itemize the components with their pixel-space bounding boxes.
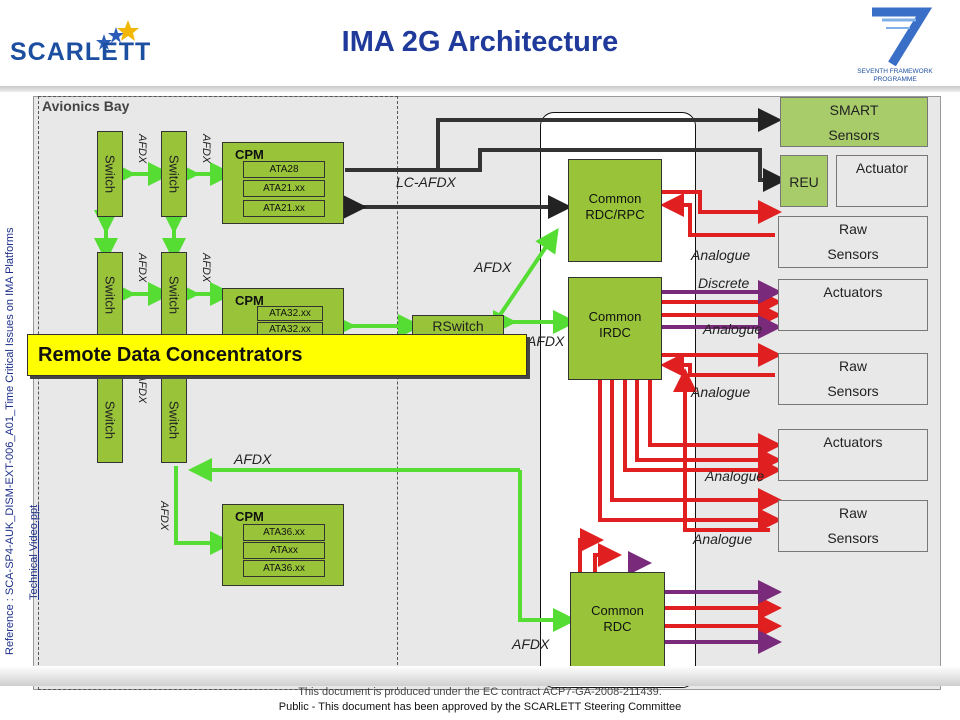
common-rdc: Common RDC (570, 572, 665, 675)
afdx-switch: Switch (97, 252, 123, 338)
ata-partition: ATA28 (243, 161, 325, 178)
actuator-box: Actuator (836, 155, 928, 207)
ata-partition: ATA36.xx (243, 560, 325, 577)
stars-icon (96, 20, 139, 50)
ata-partition: ATA36.xx (243, 524, 325, 541)
analogue-label: Analogue (703, 321, 763, 337)
ata-partition: ATA21.xx (243, 180, 325, 197)
ata-partition: ATA21.xx (243, 200, 325, 217)
avionics-bay-label: Avionics Bay (42, 98, 130, 114)
smart-sensors-line2: Sensors (828, 127, 880, 143)
common-irdc-line2: IRDC (599, 325, 631, 340)
discrete-label: Discrete (698, 275, 750, 291)
cpm-title: CPM (235, 147, 264, 162)
reu-box: REU (780, 155, 828, 207)
analogue-label: Analogue (691, 247, 751, 263)
afdx-switch: Switch (161, 377, 187, 463)
afdx-switch: Switch (161, 252, 187, 338)
afdx-label: AFDX (200, 253, 212, 283)
fp7-caption: SEVENTH FRAMEWORK PROGRAMME (857, 68, 933, 83)
cpm-module: CPM ATA32.xx ATA32.xx (222, 288, 344, 338)
actuator-label: Actuator (855, 160, 909, 176)
afdx-switch: Switch (97, 377, 123, 463)
afdx-label: AFDX (474, 259, 512, 275)
ata-partition: ATAxx (243, 542, 325, 559)
rswitch-label: RSwitch (432, 318, 484, 334)
header-bar (0, 86, 960, 92)
fp7-logo (862, 4, 933, 67)
afdx-label: AFDX (136, 374, 148, 404)
raw-sensors-line2: Sensors (827, 530, 879, 546)
afdx-label: AFDX (158, 501, 170, 531)
scarlett-logo (8, 14, 148, 68)
fp7-seven-icon (872, 7, 933, 67)
remote-data-concentrators-banner: Remote Data Concentrators (27, 334, 527, 376)
analogue-label: Analogue (691, 384, 751, 400)
raw-sensors-line2: Sensors (827, 246, 879, 262)
analogue-label: Analogue (693, 531, 753, 547)
avionics-bay-boundary (38, 96, 398, 690)
cpm-module: CPM ATA36.xx ATAxx ATA36.xx (222, 504, 344, 586)
afdx-label: AFDX (136, 134, 148, 164)
actuators-box: Actuators (778, 279, 928, 331)
page-title: IMA 2G Architecture (341, 26, 619, 58)
common-rdc-line2: RDC (603, 619, 632, 634)
raw-sensors-line1: Raw (838, 221, 867, 237)
lc-afdx-links (343, 108, 787, 219)
common-rdc-rpc-line2: RDC/RPC (585, 207, 645, 222)
discrete-links (628, 280, 782, 654)
logo-text: SCARLETT (10, 38, 152, 66)
common-rdc-line1: Common (591, 603, 644, 618)
raw-sensors-line1: Raw (838, 358, 867, 374)
raw-sensors-box: Raw Sensors (778, 353, 928, 405)
actuators-box: Actuators (778, 429, 928, 481)
ata-partition: ATA32.xx (257, 306, 323, 321)
cpm-title: CPM (235, 293, 264, 308)
afdx-label: AFDX (527, 333, 565, 349)
afdx-links (94, 162, 577, 632)
reference-link[interactable]: Technical Video.ppt (28, 504, 40, 600)
afdx-label: AFDX (200, 134, 212, 164)
common-irdc-line1: Common (588, 309, 642, 324)
smart-sensors-line1: SMART (829, 102, 879, 118)
raw-sensors-line1: Raw (838, 505, 867, 521)
common-rdc-rpc-line1: Common (588, 191, 642, 206)
reference-text: Reference : SCA-SP4-AUK_DISM-EXT-006_A01… (4, 227, 16, 655)
afdx-switch: Switch (97, 131, 123, 217)
common-irdc: Common IRDC (568, 277, 662, 380)
afdx-label: AFDX (512, 636, 550, 652)
cpm-module: CPM ATA28 ATA21.xx ATA21.xx (222, 142, 344, 224)
lc-afdx-label: LC-AFDX (396, 174, 456, 190)
smart-sensors-box: SMART Sensors (780, 97, 928, 147)
afdx-label: AFDX (136, 253, 148, 283)
rswitch: RSwitch (412, 315, 504, 337)
raw-sensors-line2: Sensors (827, 383, 879, 399)
footer-bar (0, 666, 960, 686)
reu-label: REU (789, 174, 819, 190)
footer-contract: This document is produced under the EC c… (298, 686, 662, 698)
actuators-label: Actuators (823, 434, 883, 450)
analogue-links (578, 190, 782, 638)
analogue-label: Analogue (705, 468, 765, 484)
cpm-title: CPM (235, 509, 264, 524)
common-rdc-rpc: Common RDC/RPC (568, 159, 662, 262)
raw-sensors-box: Raw Sensors (778, 500, 928, 552)
afdx-label: AFDX (234, 451, 272, 467)
footer-approval: Public - This document has been approved… (278, 701, 682, 713)
actuators-label: Actuators (823, 284, 883, 300)
afdx-switch: Switch (161, 131, 187, 217)
raw-sensors-box: Raw Sensors (778, 216, 928, 268)
